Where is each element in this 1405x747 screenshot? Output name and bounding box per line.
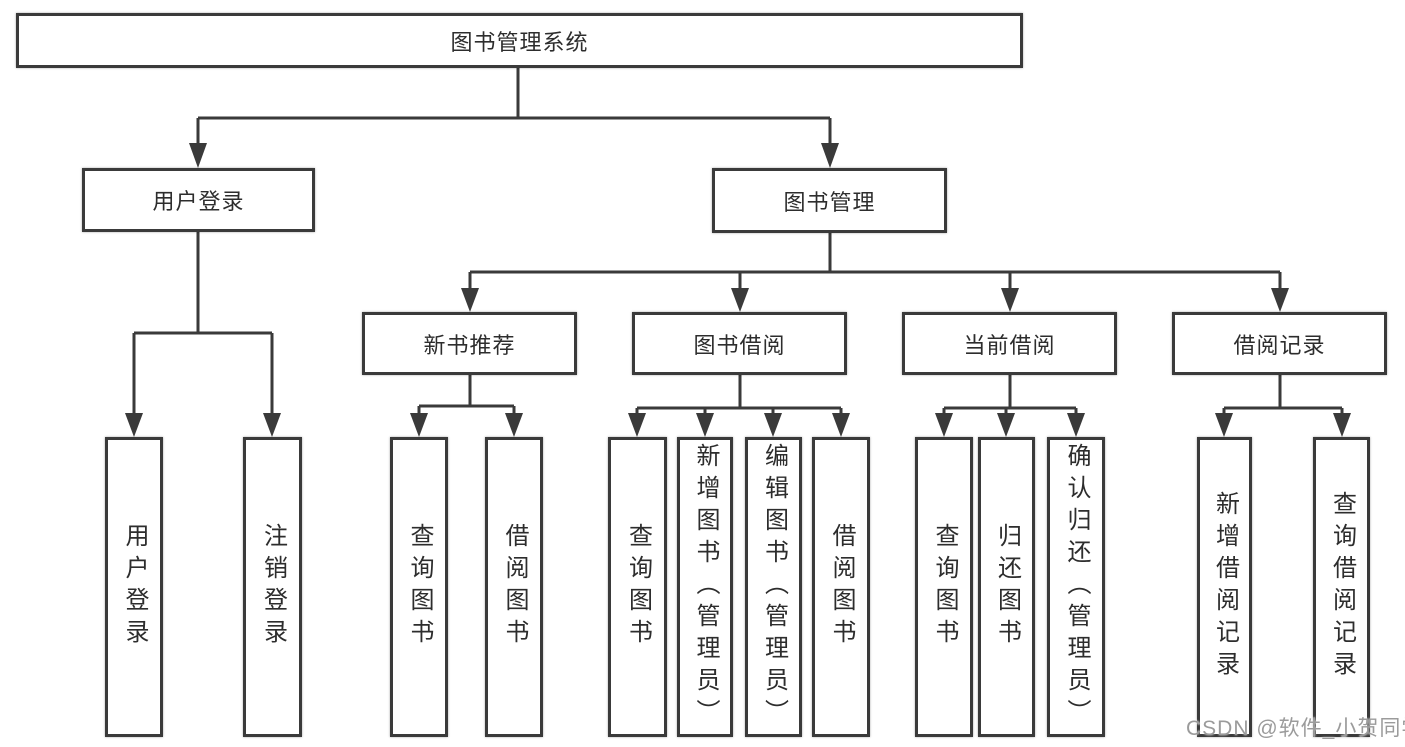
leaf-add-book-admin: 新增图书（管理员） — [677, 437, 733, 737]
node-user-login-label: 用户登录 — [152, 189, 245, 214]
leaf-query-book-2: 查询图书 — [608, 437, 667, 737]
leaf-label: 注销登录 — [259, 523, 287, 651]
leaf-label: 归还图书 — [993, 523, 1021, 651]
node-root: 图书管理系统 — [16, 13, 1023, 68]
node-new-book-recommend-label: 新书推荐 — [423, 332, 516, 358]
node-book-borrow: 图书借阅 — [632, 312, 847, 375]
node-new-book-recommend: 新书推荐 — [362, 312, 577, 375]
leaf-borrow-book-1: 借阅图书 — [485, 437, 543, 737]
leaf-query-book-1: 查询图书 — [390, 437, 448, 737]
leaf-edit-book-admin: 编辑图书（管理员） — [745, 437, 802, 737]
node-current-borrow: 当前借阅 — [902, 312, 1117, 375]
node-borrow-record: 借阅记录 — [1172, 312, 1387, 375]
node-borrow-record-label: 借阅记录 — [1233, 332, 1326, 358]
node-book-management-label: 图书管理 — [783, 189, 876, 215]
arrowheads — [125, 143, 1351, 437]
leaf-user-login: 用户登录 — [105, 437, 163, 737]
leaf-label: 借阅图书 — [828, 523, 855, 651]
node-current-borrow-label: 当前借阅 — [963, 332, 1056, 358]
leaf-label: 新增图书（管理员） — [692, 443, 719, 731]
leaf-label: 查询借阅记录 — [1328, 491, 1356, 683]
csdn-watermark: CSDN @软件_小贺同学 — [1186, 717, 1405, 740]
leaf-label: 查询图书 — [931, 523, 958, 651]
leaf-logout: 注销登录 — [243, 437, 302, 737]
leaf-confirm-return-admin: 确认归还（管理员） — [1047, 437, 1105, 737]
node-book-borrow-label: 图书借阅 — [693, 332, 786, 358]
node-book-management: 图书管理 — [712, 168, 947, 233]
leaf-query-borrow-record: 查询借阅记录 — [1313, 437, 1370, 737]
leaf-label: 确认归还（管理员） — [1063, 443, 1090, 731]
node-user-login: 用户登录 — [82, 168, 315, 232]
leaf-return-book: 归还图书 — [978, 437, 1035, 737]
leaf-add-borrow-record: 新增借阅记录 — [1197, 437, 1252, 737]
leaf-borrow-book-2: 借阅图书 — [812, 437, 870, 737]
leaf-label: 查询图书 — [406, 523, 433, 651]
leaf-label: 用户登录 — [121, 523, 148, 651]
leaf-label: 借阅图书 — [501, 523, 528, 651]
node-root-label: 图书管理系统 — [450, 29, 589, 55]
leaf-label: 编辑图书（管理员） — [760, 443, 788, 731]
leaf-label: 查询图书 — [624, 523, 652, 651]
leaf-query-book-3: 查询图书 — [915, 437, 973, 737]
leaf-label: 新增借阅记录 — [1211, 491, 1239, 683]
